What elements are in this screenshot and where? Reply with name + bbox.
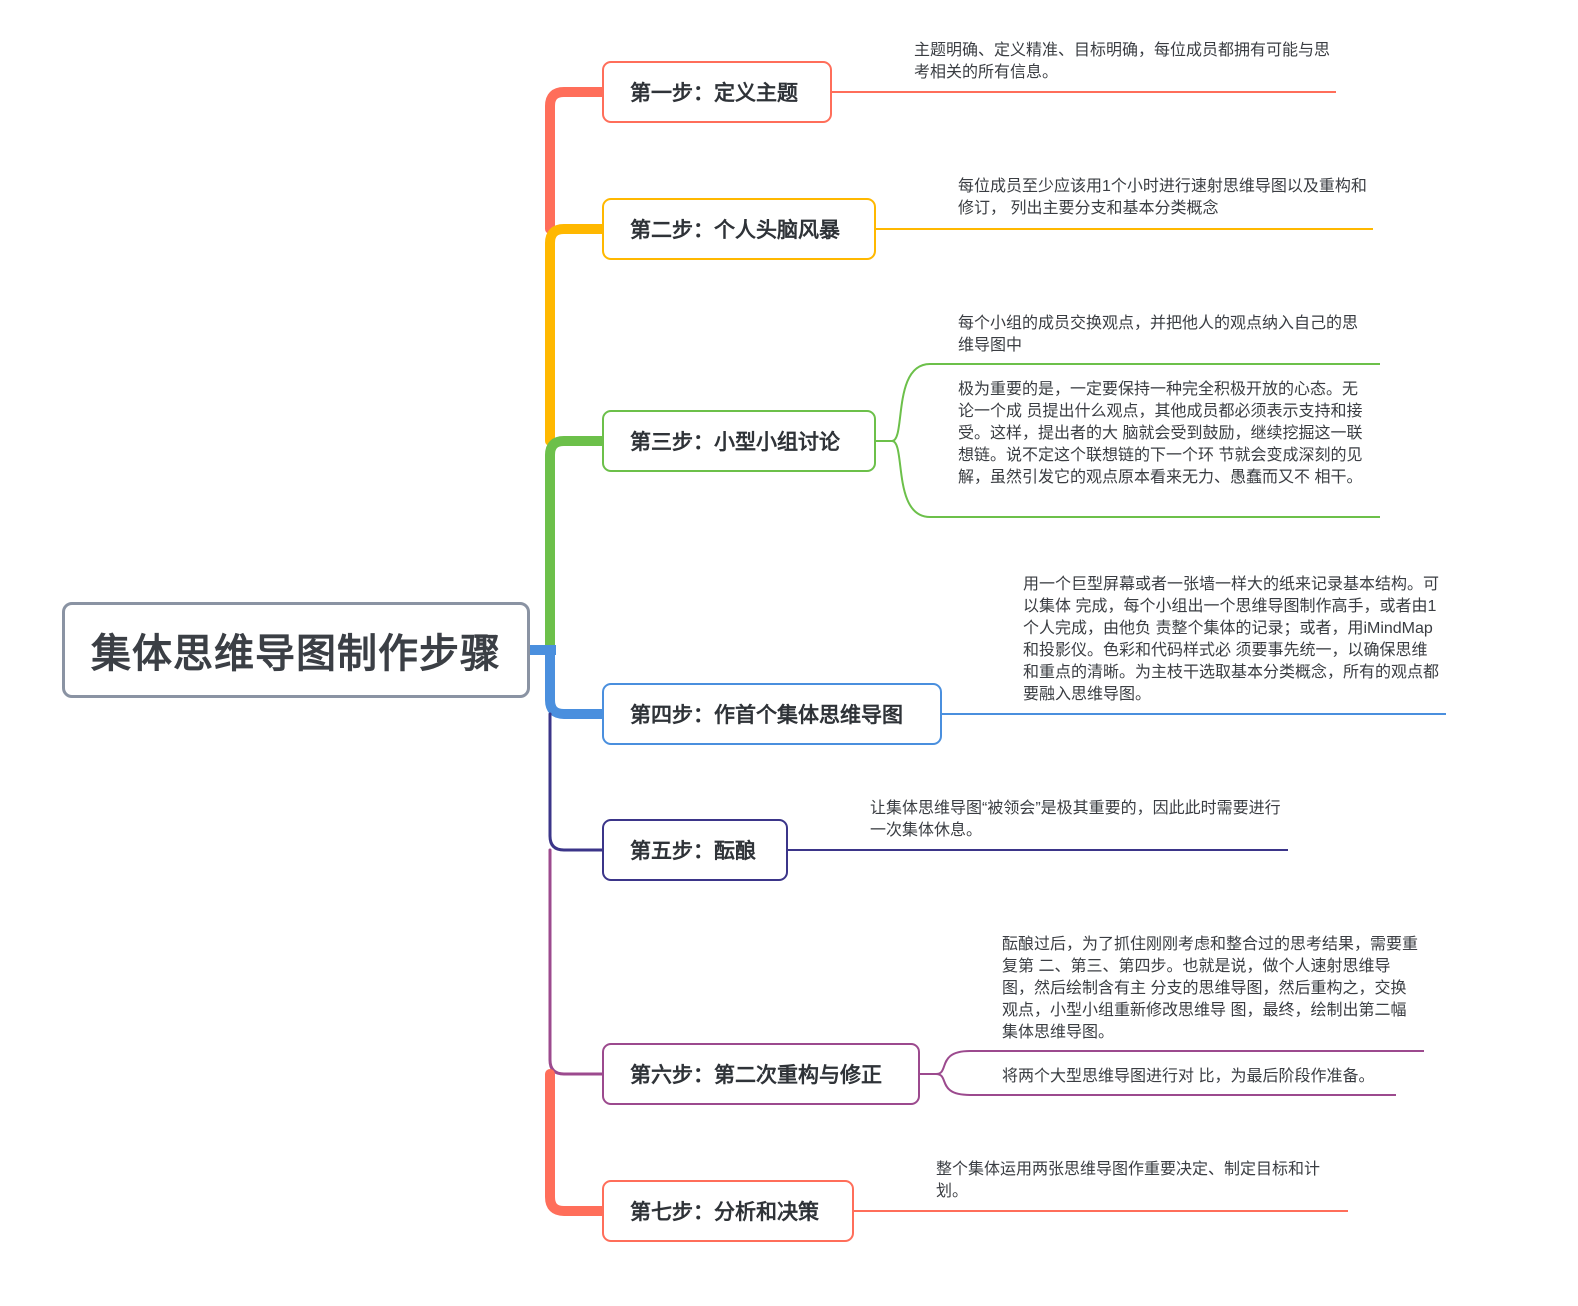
step-5-note[interactable]: 让集体思维导图“被领会”是极其重要的，因此此时需要进行一次集体休息。 [870,800,1281,839]
step-2-node[interactable]: 第二步：个人头脑风暴 [602,198,876,260]
branch-line-step-5 [548,712,604,852]
step-7-node[interactable]: 第七步：分析和决策 [602,1180,854,1242]
note-line-step-6-b [935,1073,1396,1096]
step-3-note-2[interactable]: 极为重要的是，一定要保持一种完全积极开放的心态。无论一个成 员提出什么观点，其他… [958,381,1363,486]
step-6-note-1[interactable]: 酝酿过后，为了抓住刚刚考虑和整合过的思考结果，需要重复第 二、第三、第四步。也就… [1002,936,1419,1041]
branch-line-step-3 [545,436,607,655]
step-3-note-1[interactable]: 每个小组的成员交换观点，并把他人的观点纳入自己的思维导图中 [958,315,1359,354]
step-4-node[interactable]: 第四步：作首个集体思维导图 [602,683,942,745]
branch-line-step-7 [545,1069,607,1216]
step-2-note[interactable]: 每位成员至少应该用1个小时进行速射思维导图以及重构和修订， 列出主要分支和基本分… [958,178,1367,217]
note-line-step-3-b [891,440,1380,518]
step-1-note[interactable]: 主题明确、定义精准、目标明确，每位成员都拥有可能与思考相关的所有信息。 [914,42,1331,81]
step-3-node[interactable]: 第三步：小型小组讨论 [602,410,876,472]
step-5-node[interactable]: 第五步：酝酿 [602,819,788,881]
step-4-note[interactable]: 用一个巨型屏幕或者一张墙一样大的纸来记录基本结构。可以集体 完成，每个小组出一个… [1023,576,1440,703]
step-7-note[interactable]: 整个集体运用两张思维导图作重要决定、制定目标和计划。 [936,1161,1321,1200]
branch-line-step-1 [545,87,607,234]
branch-line-step-6 [548,848,604,1076]
note-line-step-3-a [876,363,1380,442]
step-6-node[interactable]: 第六步：第二次重构与修正 [602,1043,920,1105]
root-topic[interactable]: 集体思维导图制作步骤 [62,602,530,698]
step-1-node[interactable]: 第一步：定义主题 [602,61,832,123]
branch-line-step-4 [545,645,607,719]
step-6-note-2[interactable]: 将两个大型思维导图进行对 比，为最后阶段作准备。 [1002,1068,1375,1085]
branch-line-step-2 [545,224,607,446]
